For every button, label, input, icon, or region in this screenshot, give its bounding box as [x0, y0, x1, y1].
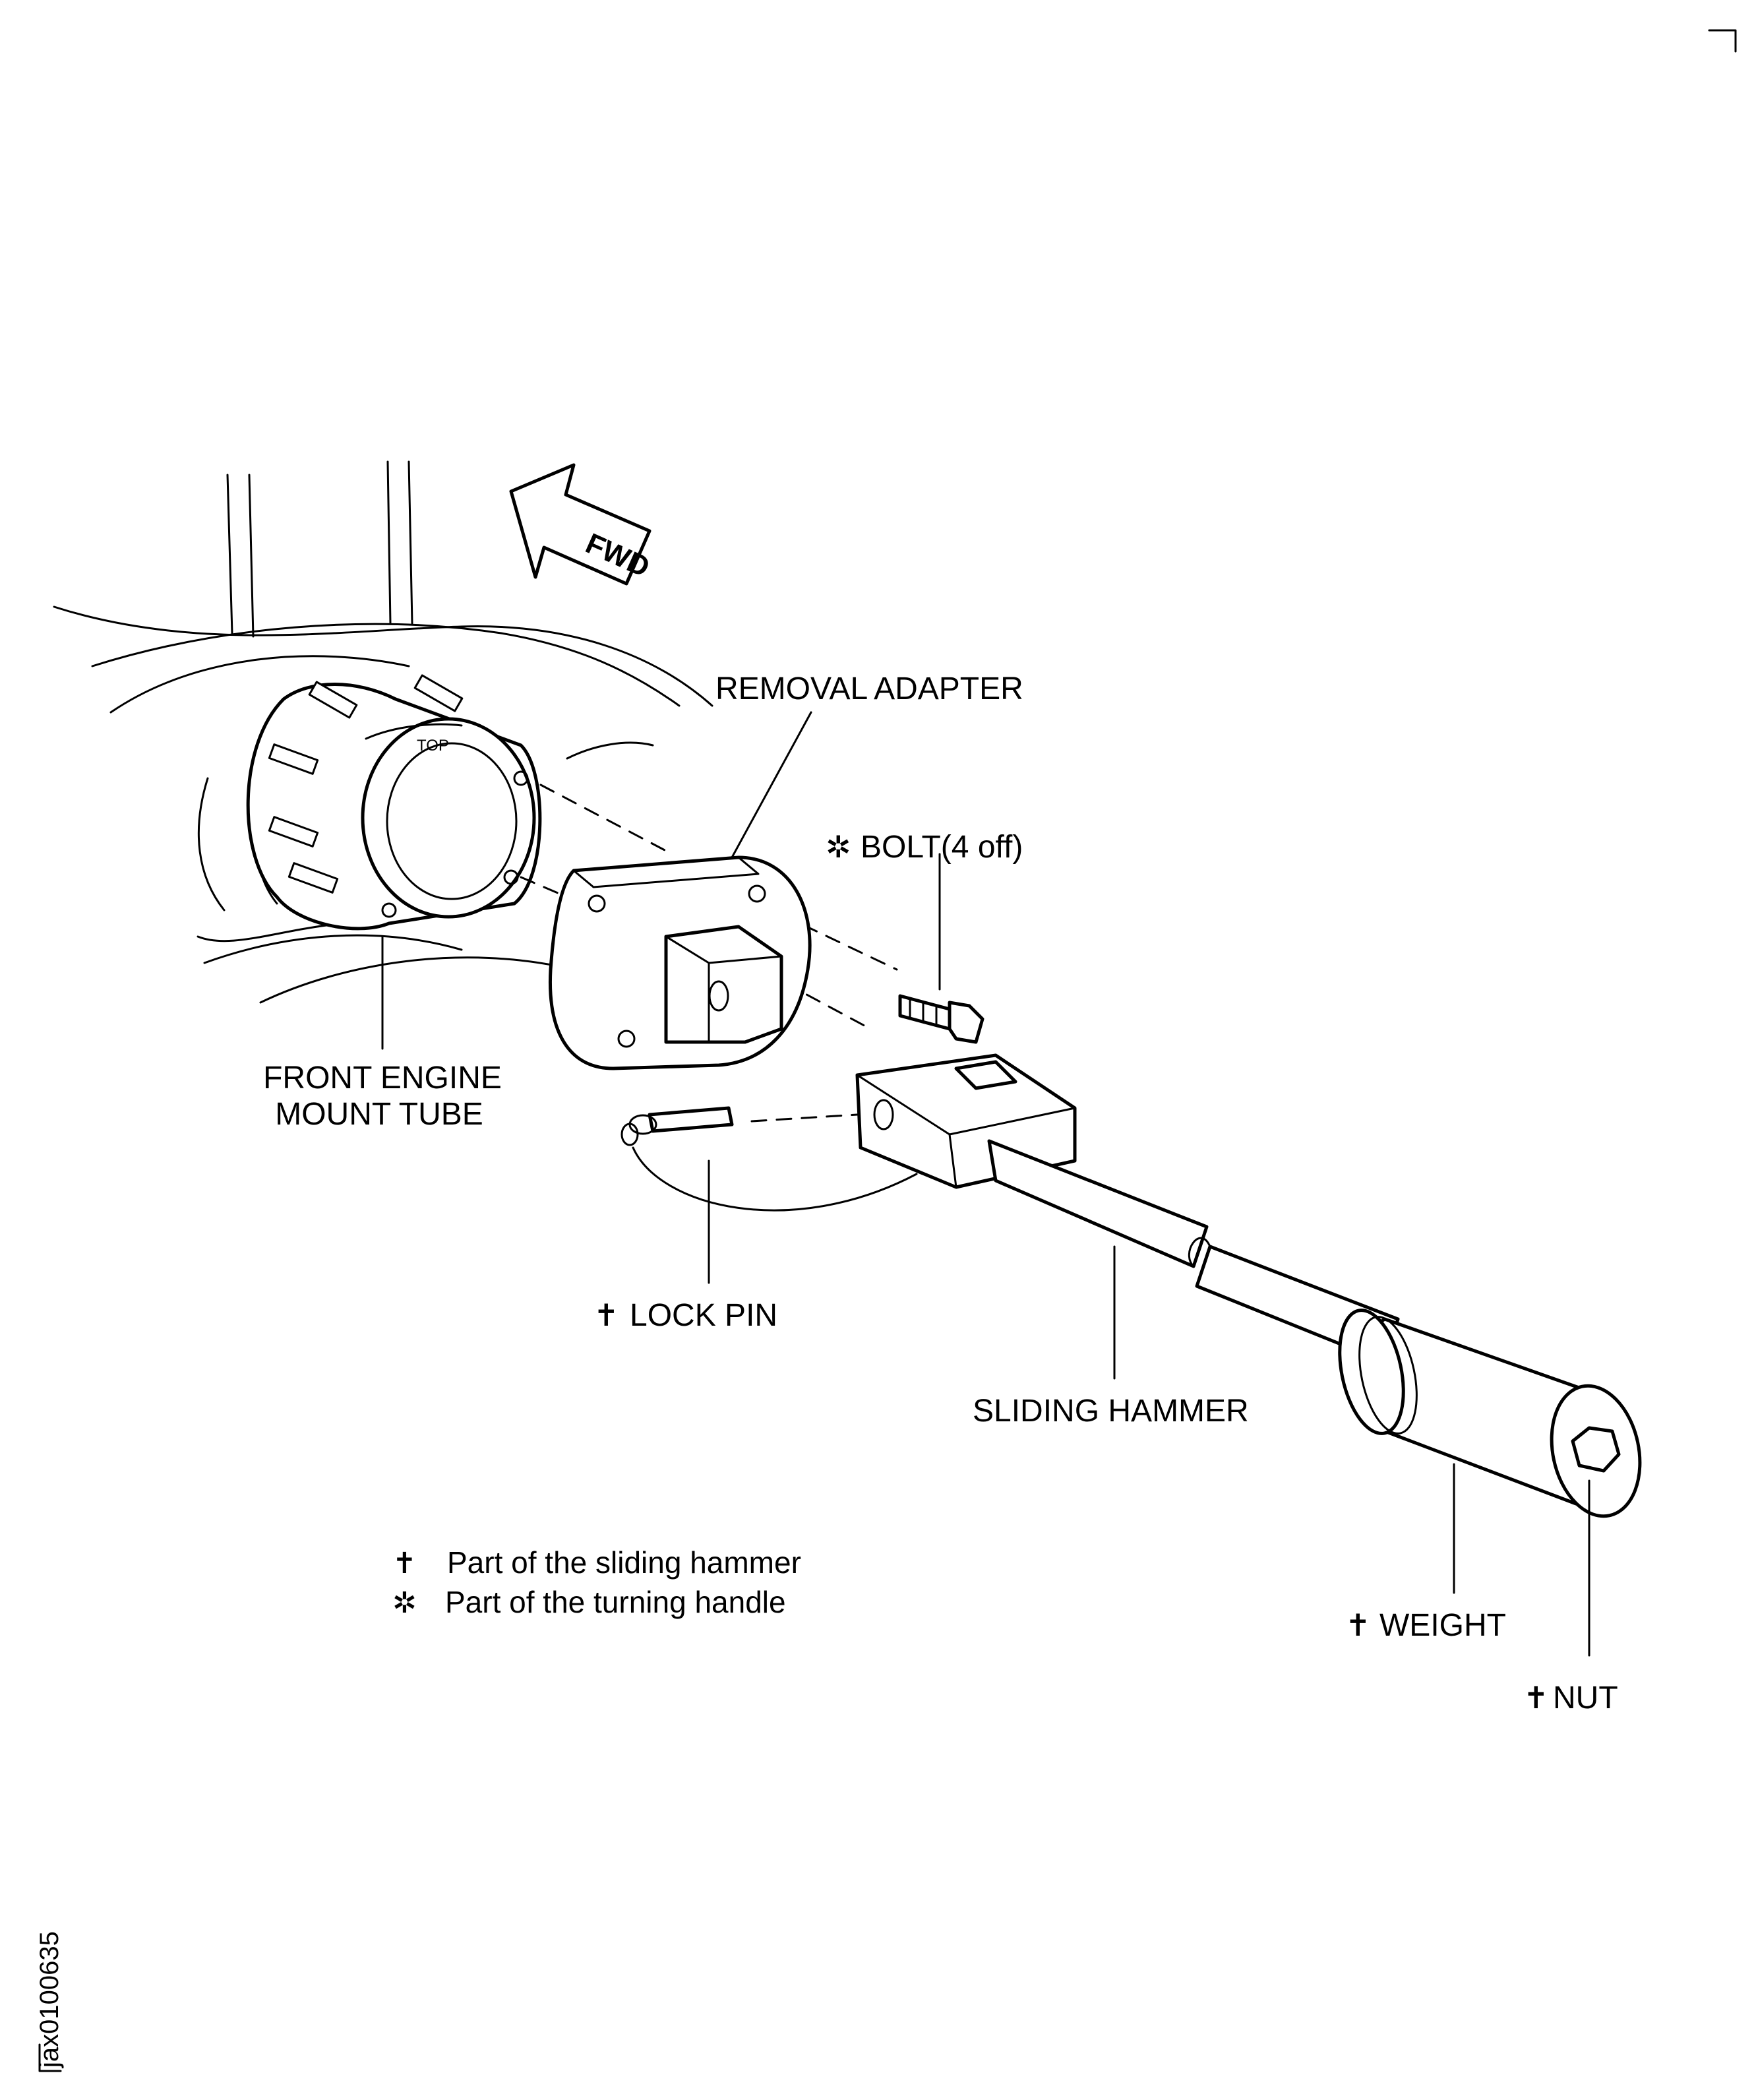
label-removal-adapter: REMOVAL ADAPTER [715, 671, 1023, 706]
airframe-structure [53, 460, 713, 1004]
label-front-engine-mount-tube-line1: FRONT ENGINE [263, 1061, 502, 1096]
sliding-hammer-drawing [855, 1053, 1642, 1518]
label-sliding-hammer: SLIDING HAMMER [973, 1394, 1249, 1429]
legend-cross-text: Part of the sliding hammer [447, 1545, 801, 1580]
top-marking: TOP [417, 737, 449, 755]
leader-lines [381, 711, 1590, 1657]
weight-cross-symbol: ✝ [1345, 1608, 1371, 1642]
label-front-engine-mount-tube-line2: MOUNT TUBE [275, 1097, 483, 1132]
legend-asterisk-text: Part of the turning handle [445, 1585, 786, 1619]
label-nut: NUT [1553, 1681, 1618, 1715]
crop-mark-top-right [1708, 29, 1737, 53]
removal-adapter-drawing [548, 855, 812, 1070]
legend-asterisk-symbol: ✲ [392, 1587, 417, 1619]
crop-mark-bottom-left [38, 2043, 62, 2072]
figure-id: jax0100635 [35, 1931, 64, 2068]
nut-cross-symbol: ✝ [1523, 1681, 1549, 1715]
legend: ✝ Part of the sliding hammer ✲ Part of t… [392, 1545, 801, 1619]
front-engine-mount-tube-drawing: TOP [246, 674, 542, 931]
legend-cross-symbol: ✝ [392, 1547, 417, 1580]
bolt-asterisk-symbol: ✲ [826, 830, 851, 864]
bolt-drawing [898, 994, 984, 1044]
lock-pin-drawing [621, 1106, 918, 1212]
label-weight: WEIGHT [1379, 1608, 1506, 1643]
label-lock-pin: LOCK PIN [630, 1298, 777, 1333]
label-bolt: BOLT(4 off) [861, 830, 1023, 865]
fwd-arrow: FWD [509, 463, 654, 586]
lock-pin-cross-symbol: ✝ [593, 1298, 619, 1332]
